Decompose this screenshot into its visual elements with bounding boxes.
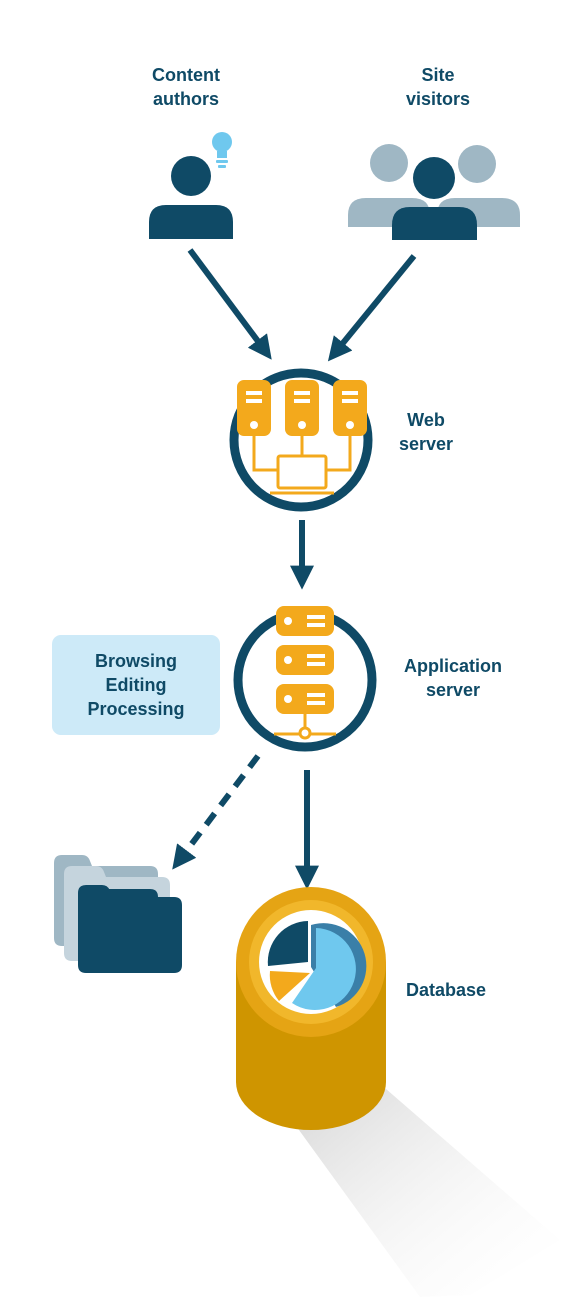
arrow-app-to-files (172, 754, 261, 870)
app-tasks-note: Browsing Editing Processing (52, 635, 220, 735)
label-content-authors-line2: authors (152, 89, 219, 109)
app-task-editing: Editing (105, 675, 167, 695)
label-content-authors-line1: Content (152, 65, 220, 85)
label-web-server-line1: Web (407, 410, 445, 430)
arrow-visitors-to-web (327, 254, 417, 362)
arrow-authors-to-web (187, 248, 272, 360)
pie-chart-icon (267, 921, 367, 1010)
label-site-visitors-line2: visitors (405, 89, 471, 109)
visitors-icon (348, 144, 520, 240)
author-icon (149, 156, 233, 239)
label-content-authors: Content authors (136, 63, 236, 111)
app-task-browsing: Browsing (94, 651, 177, 671)
web-server-icon (229, 368, 373, 512)
label-application-server: Application server (395, 654, 511, 702)
label-database: Database (406, 980, 487, 1000)
label-application-server-line2: server (425, 680, 481, 700)
label-application-server-line1: Application (404, 656, 502, 676)
label-web-server-line2: server (398, 434, 454, 454)
label-web-server: Web server (389, 408, 463, 456)
application-server-icon (233, 606, 377, 752)
app-task-processing: Processing (87, 699, 185, 719)
label-site-visitors: Site visitors (398, 63, 478, 111)
label-site-visitors-line1: Site (421, 65, 455, 85)
folders-icon (54, 855, 182, 973)
lightbulb-icon (212, 132, 232, 168)
